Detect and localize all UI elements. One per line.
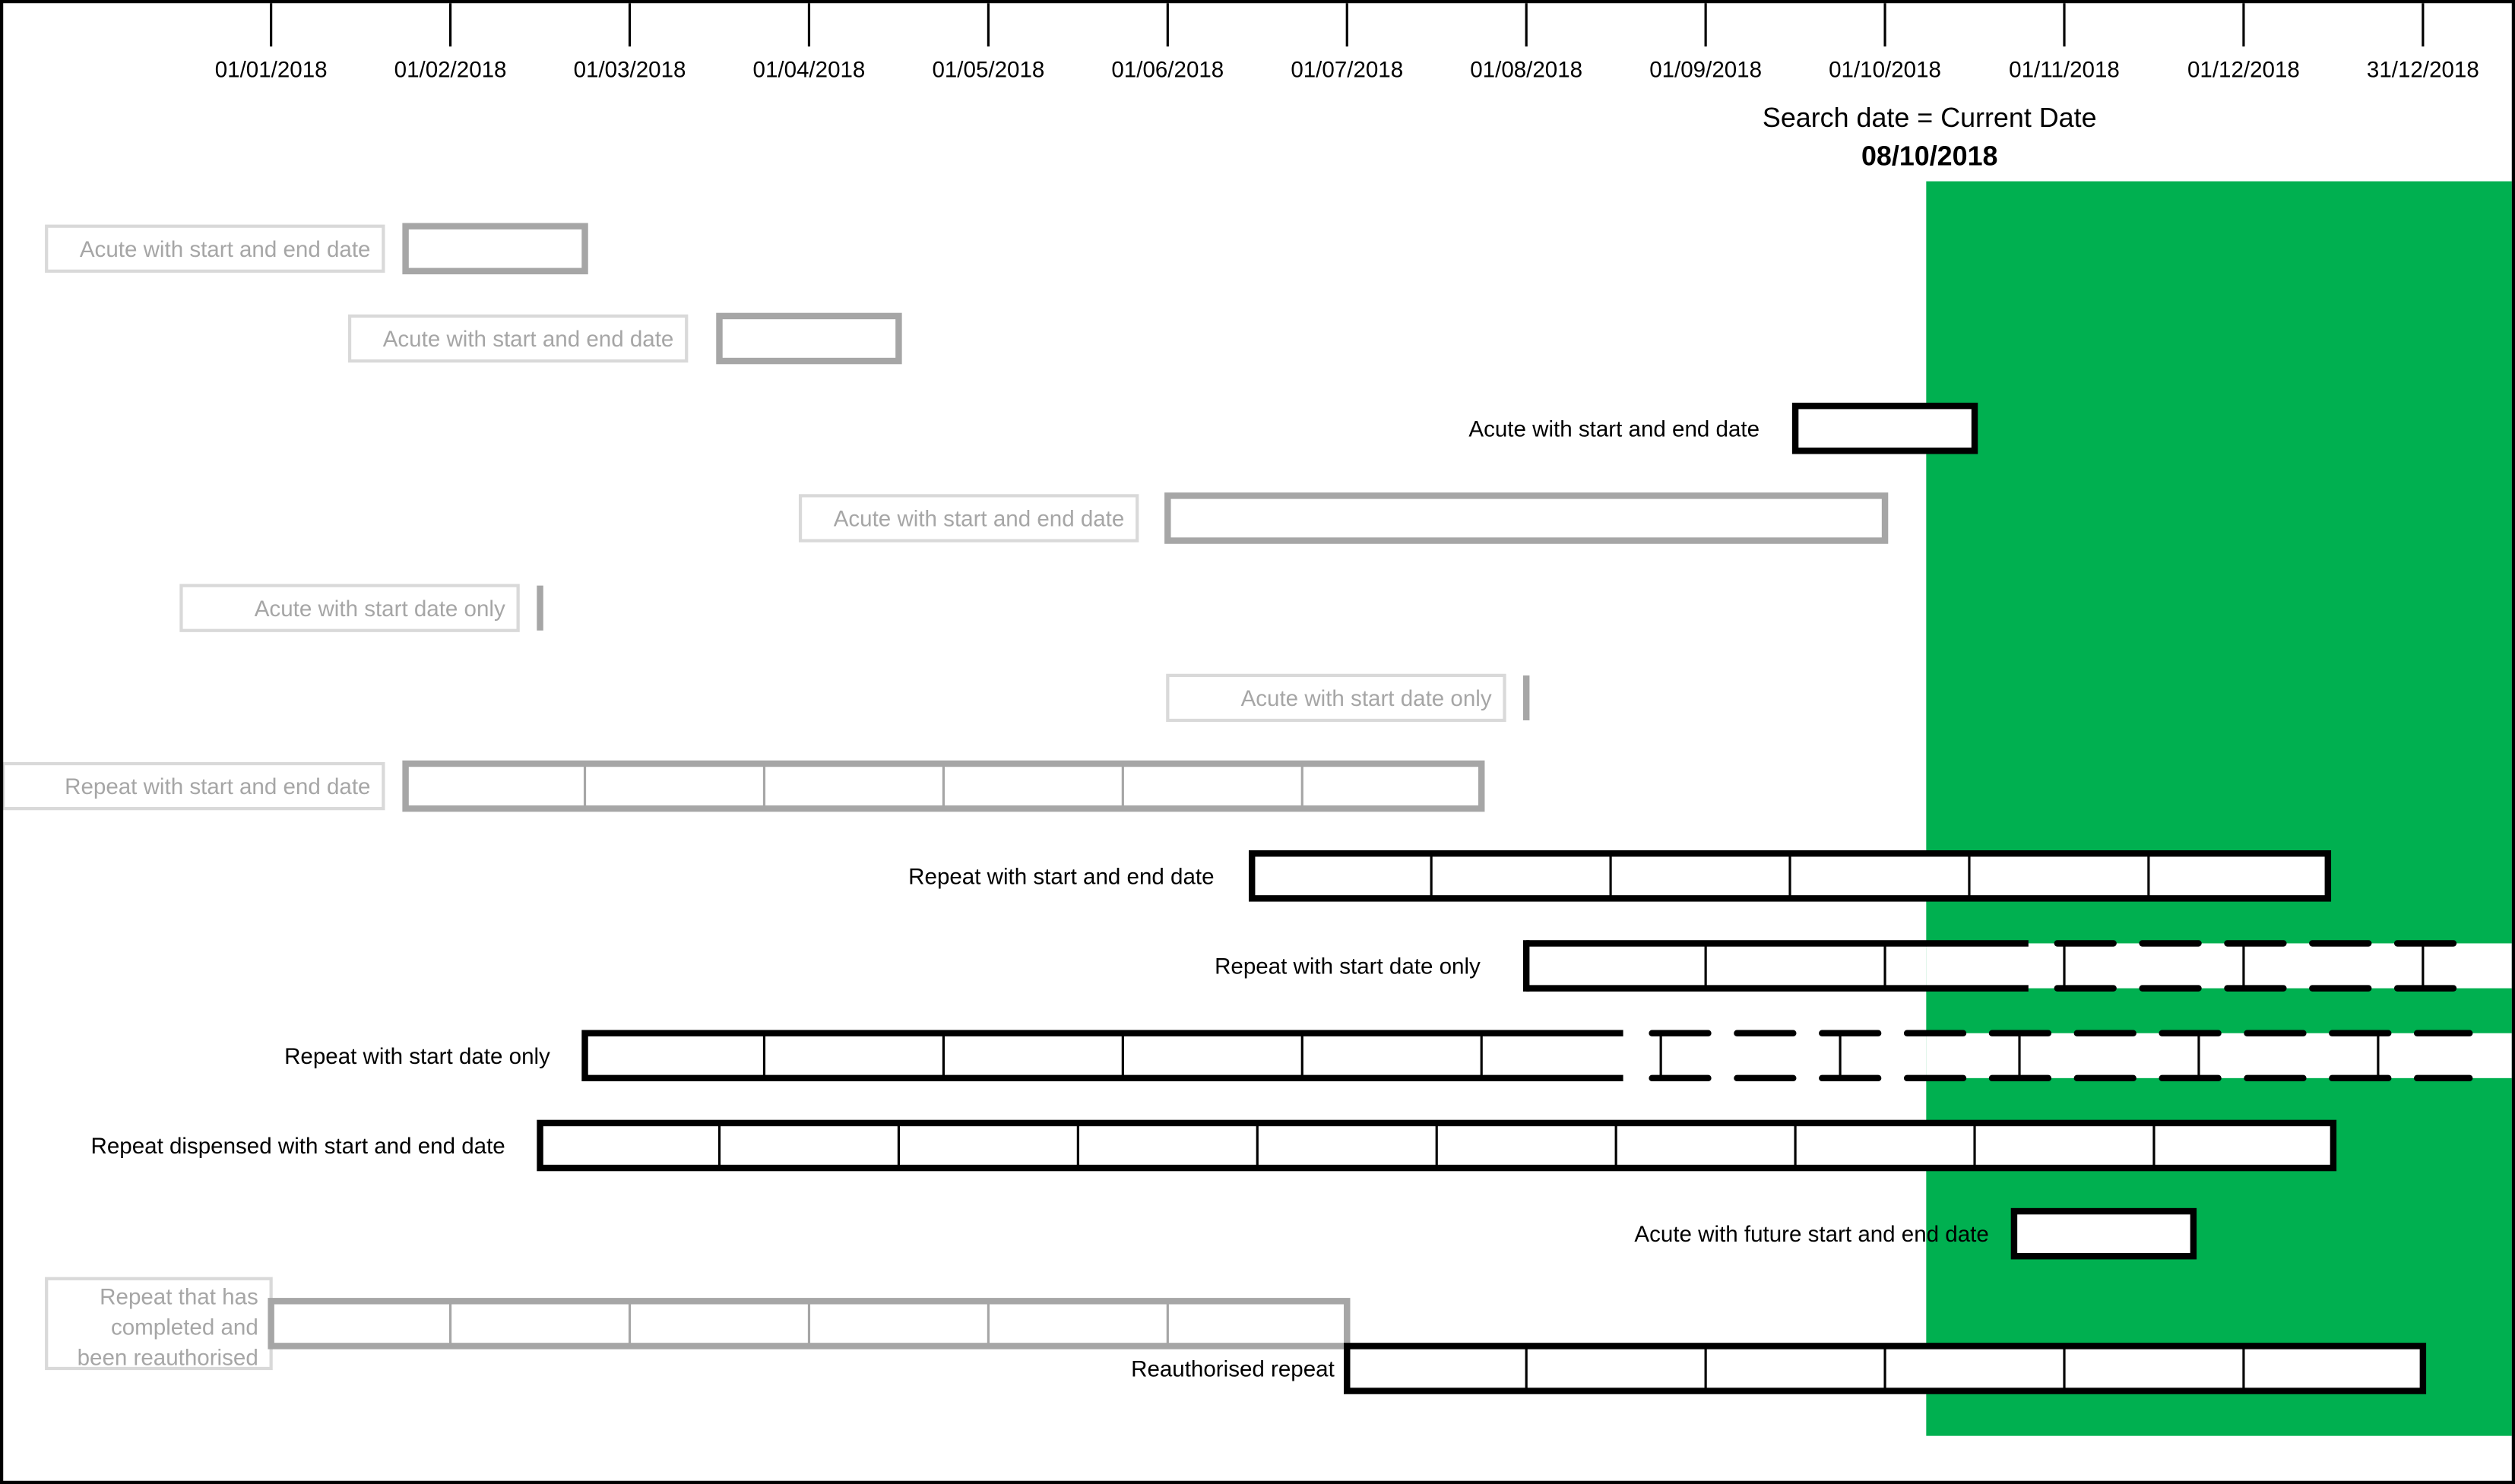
timeline-item-repeat: Reauthorised repeat xyxy=(1131,1343,2427,1394)
timeline-item-repeat-open: Repeat with start date only xyxy=(284,1030,2473,1082)
axis-tick-label: 01/10/2018 xyxy=(1829,57,1941,82)
timeline-item-acute: Acute with start and end date xyxy=(347,312,902,365)
item-label: Acute with start and end date xyxy=(834,507,1125,532)
axis-tick-label: 01/02/2018 xyxy=(394,57,507,82)
item-label: Acute with start and end date xyxy=(383,327,674,352)
acute-bar xyxy=(2010,1207,2197,1260)
item-label: Acute with start date only xyxy=(255,596,505,622)
axis-tick-label: 01/07/2018 xyxy=(1291,57,1403,82)
item-label-box xyxy=(2,761,385,811)
item-label-box xyxy=(179,584,520,632)
item-label: Repeat with start and end date xyxy=(65,774,370,799)
axis-tick-label: 01/12/2018 xyxy=(2187,57,2300,82)
timeline-item-repeat: Repeat with start and end date xyxy=(908,850,2332,902)
timeline-item-repeat: Repeat with start and end date xyxy=(2,760,1485,812)
item-label-box xyxy=(45,1277,273,1371)
timeline-item-acute: Acute with start and end date xyxy=(798,492,1889,544)
axis-tick-label: 01/09/2018 xyxy=(1649,57,1762,82)
acute-bar xyxy=(1164,492,1889,544)
item-label: Acute with start and end date xyxy=(1468,416,1760,441)
timeline-item-acute: Acute with start and end date xyxy=(1468,402,1978,454)
axis-tick-label: 31/12/2018 xyxy=(2367,57,2479,82)
item-label: Repeat with start and end date xyxy=(908,864,1214,889)
acute-bar xyxy=(402,223,588,275)
item-label: been reauthorised xyxy=(78,1346,258,1371)
item-label: Repeat dispensed with start and end date xyxy=(91,1134,505,1159)
axis-tick-label: 01/03/2018 xyxy=(574,57,686,82)
item-label-box xyxy=(1166,673,1506,723)
item-label: completed and xyxy=(111,1315,258,1340)
open-ended-band xyxy=(1926,943,2512,989)
search-date-value: 08/10/2018 xyxy=(1861,141,1998,171)
item-label: Acute with future start and end date xyxy=(1634,1222,1988,1247)
acute-bar xyxy=(716,312,902,365)
timeline-item-start-only: Acute with start date only xyxy=(1166,673,1530,723)
open-ended-band xyxy=(1926,1033,2512,1078)
item-label: Repeat with start date only xyxy=(284,1044,550,1069)
item-label: Reauthorised repeat xyxy=(1131,1357,1335,1382)
item-label: Acute with start date only xyxy=(1241,686,1492,711)
timeline-item-acute: Acute with future start and end date xyxy=(1634,1207,2197,1260)
item-label-box xyxy=(798,494,1139,543)
axis-tick-label: 01/06/2018 xyxy=(1111,57,1224,82)
acute-bar xyxy=(1791,402,1978,454)
axis-tick-label: 01/04/2018 xyxy=(753,57,866,82)
timeline-item-acute: Acute with start and end date xyxy=(45,223,588,275)
timeline-item-repeat: Repeat dispensed with start and end date xyxy=(91,1119,2337,1172)
item-label: Repeat that has xyxy=(100,1285,258,1310)
timeline-item-repeat: Repeat that has completed and been reautho… xyxy=(45,1277,1351,1371)
axis-tick-label: 01/05/2018 xyxy=(932,57,1044,82)
item-label-box xyxy=(45,224,385,273)
axis-tick-label: 01/11/2018 xyxy=(2009,57,2120,82)
axis-tick-label: 01/01/2018 xyxy=(215,57,328,82)
search-date-caption: Search date = Current Date xyxy=(1763,103,2097,133)
timeline-item-start-only: Acute with start date only xyxy=(179,584,543,632)
axis-tick-label: 01/08/2018 xyxy=(1470,57,1582,82)
timeline-item-repeat-open: Repeat with start date only xyxy=(1215,940,2457,992)
item-label: Acute with start and end date xyxy=(80,237,371,262)
item-label-box xyxy=(347,314,689,363)
item-label: Repeat with start date only xyxy=(1215,954,1481,979)
